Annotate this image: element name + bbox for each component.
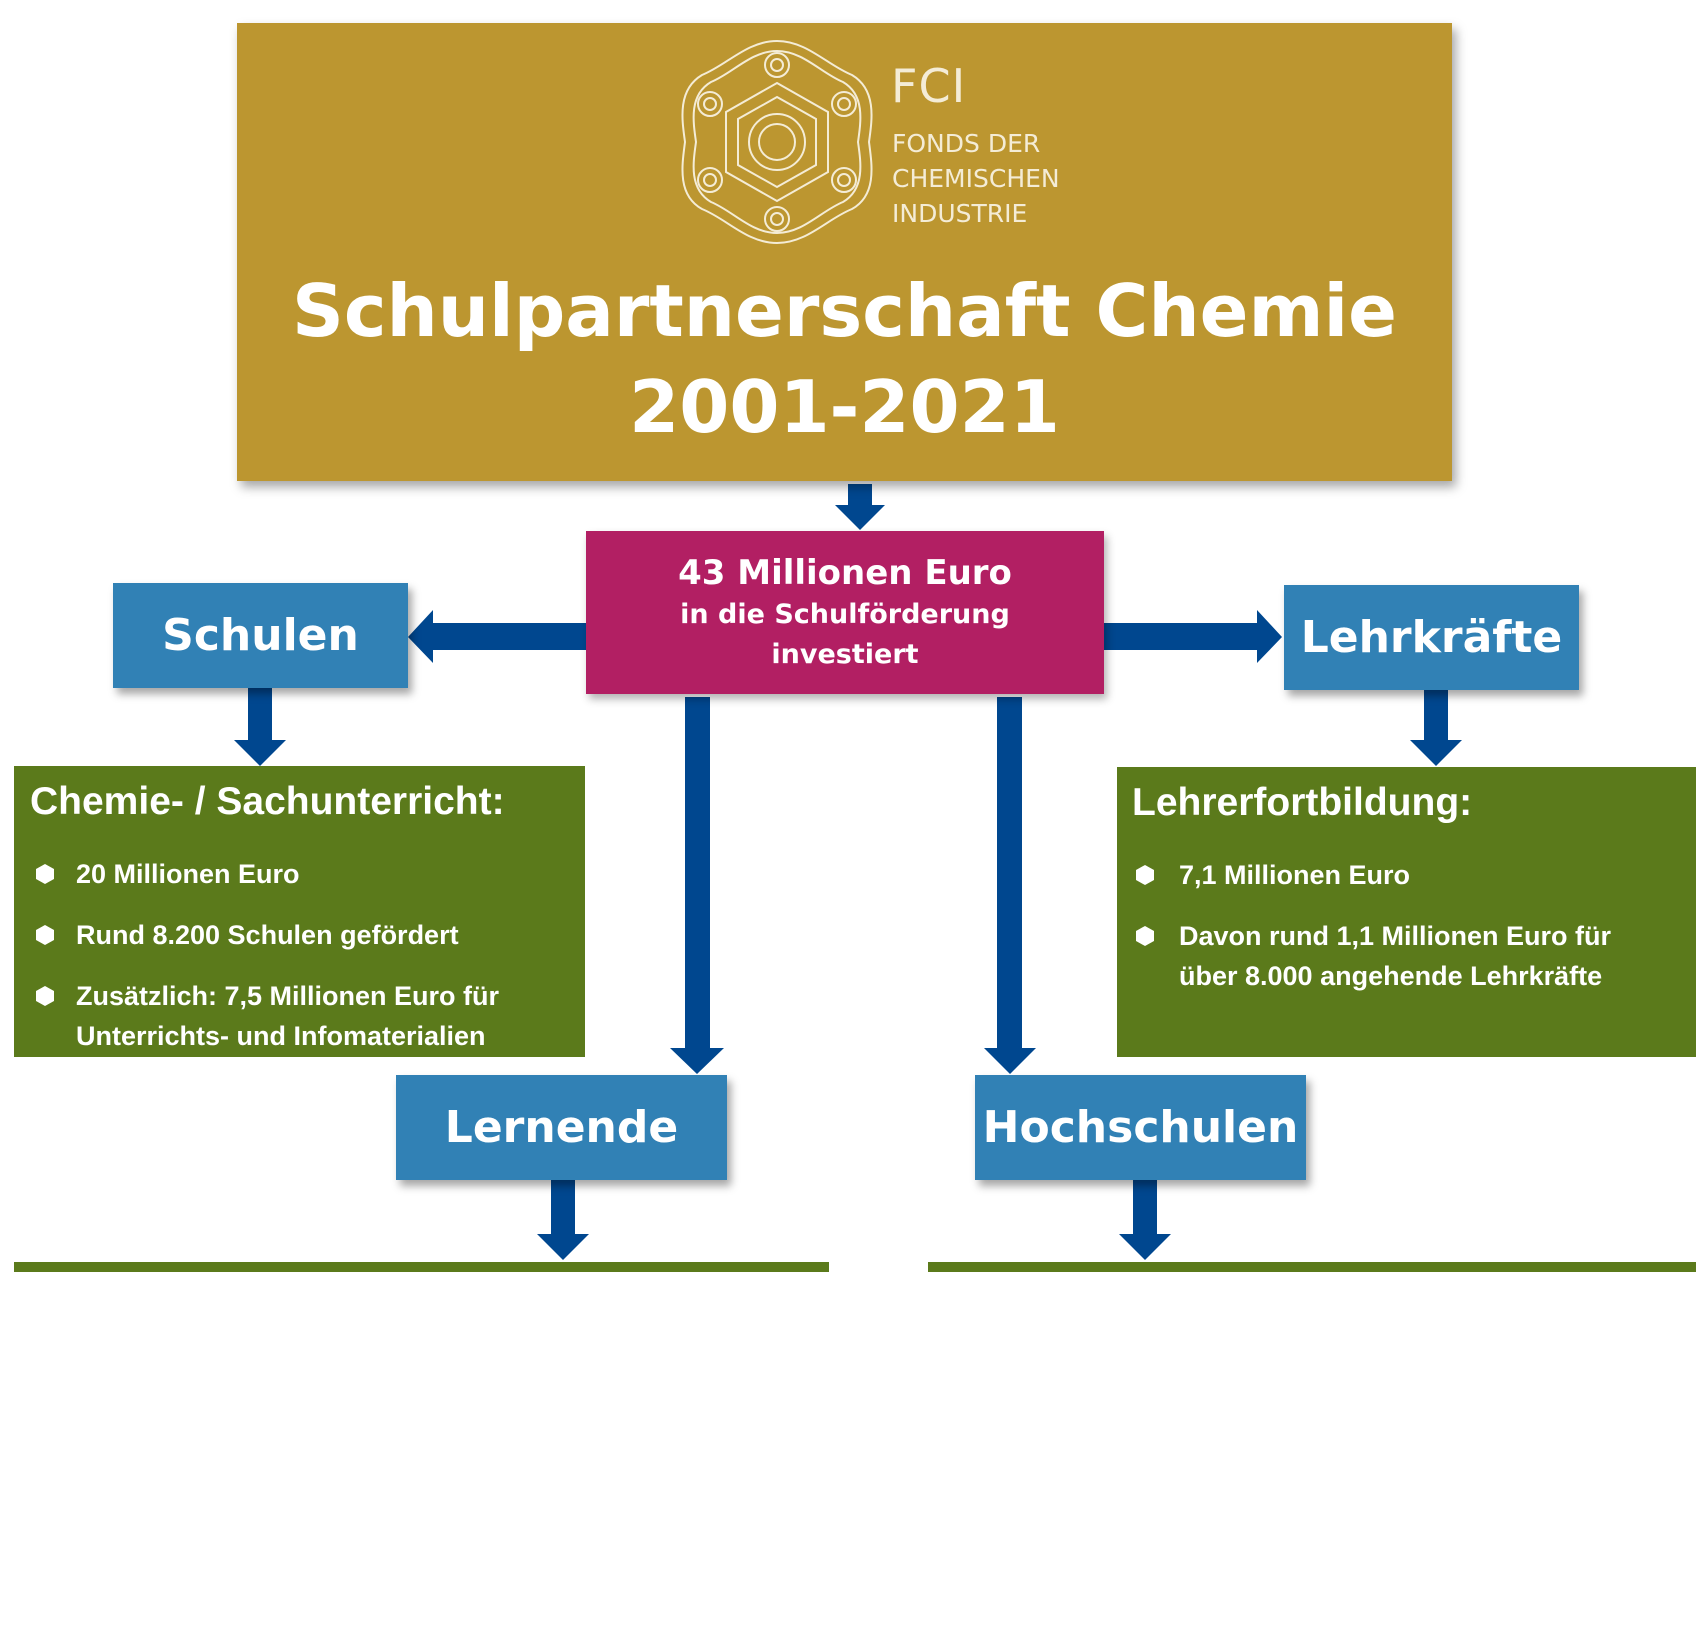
page-years: 2001-2021 <box>629 365 1060 449</box>
page-title: Schulpartnerschaft Chemie <box>291 269 1398 353</box>
fci-logo-icon <box>681 39 873 245</box>
arrow-hochschulen-to-bottom <box>1119 1180 1171 1260</box>
panel-lernende-cropped <box>14 1262 829 1272</box>
panel-unterricht: Chemie- / Sachunterricht: 20 Millionen E… <box>14 766 585 1057</box>
arrow-header-to-center <box>835 484 885 530</box>
arrow-center-to-lernende <box>670 697 724 1074</box>
list-item: über 8.000 angehende Lehrkräfte <box>1179 961 1603 991</box>
panel-lehrerfortbildung: Lehrerfortbildung: 7,1 Millionen Euro Da… <box>1117 767 1696 1057</box>
list-item: Unterrichts- und Infomaterialien <box>76 1021 486 1051</box>
bullet-icon <box>36 986 54 1006</box>
investment-line-2: in die Schulförderung <box>680 599 1010 630</box>
arrow-lernende-to-bottom <box>537 1180 589 1260</box>
header-panel: FCI FONDS DER CHEMISCHEN INDUSTRIE Schul… <box>237 23 1452 481</box>
bullet-icon <box>1136 926 1154 946</box>
investment-box: 43 Millionen Euro in die Schulförderung … <box>586 531 1104 694</box>
arrow-center-to-hochschulen <box>984 697 1036 1074</box>
node-schulen: Schulen <box>113 583 408 688</box>
list-item: Zusätzlich: 7,5 Millionen Euro für <box>76 981 500 1011</box>
arrow-lehrkraefte-to-panel <box>1410 688 1462 766</box>
logo-name-line-1: FONDS DER <box>892 129 1041 158</box>
investment-line-3: investiert <box>771 639 919 670</box>
panel-hochschulen-cropped <box>928 1262 1696 1272</box>
arrow-center-to-schulen <box>408 610 586 663</box>
panel-unterricht-heading: Chemie- / Sachunterricht: <box>30 780 505 823</box>
node-hochschulen: Hochschulen <box>975 1075 1306 1180</box>
bullet-icon <box>1136 865 1154 885</box>
logo-name-line-2: CHEMISCHEN <box>892 164 1060 193</box>
node-lehrkraefte: Lehrkräfte <box>1284 585 1579 690</box>
node-lernende: Lernende <box>396 1075 727 1180</box>
logo-abbrev: FCI <box>891 59 967 113</box>
bullet-icon <box>36 925 54 945</box>
investment-amount: 43 Millionen Euro <box>678 553 1012 593</box>
arrow-center-to-lehrkraefte <box>1104 610 1282 663</box>
bullet-icon <box>36 864 54 884</box>
panel-lehrerfortbildung-heading: Lehrerfortbildung: <box>1132 781 1473 824</box>
connector-arrows <box>234 484 1462 1260</box>
list-item: Rund 8.200 Schulen gefördert <box>76 920 459 950</box>
list-item: 20 Millionen Euro <box>76 859 300 889</box>
logo-name-line-3: INDUSTRIE <box>892 199 1028 228</box>
list-item: 7,1 Millionen Euro <box>1179 860 1411 890</box>
list-item: Davon rund 1,1 Millionen Euro für <box>1179 921 1612 951</box>
arrow-schulen-to-panel <box>234 688 286 766</box>
